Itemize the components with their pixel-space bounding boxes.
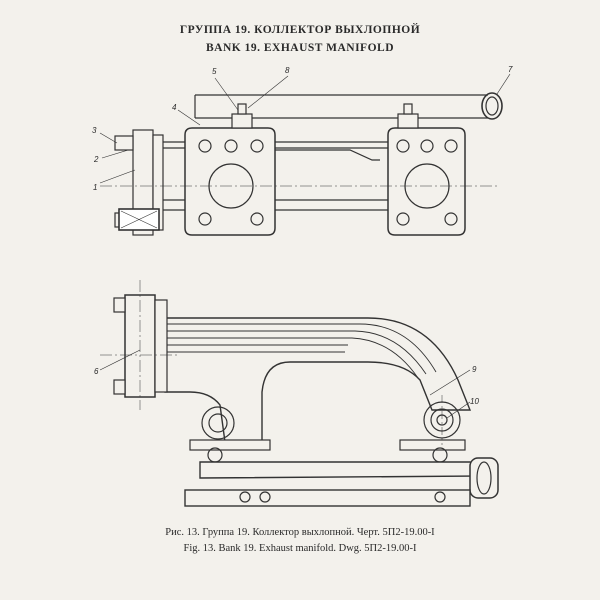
callout-5: 5 xyxy=(212,67,217,76)
title-russian: ГРУППА 19. КОЛЛЕКТОР ВЫХЛОПНОЙ xyxy=(179,24,421,36)
front-view xyxy=(99,280,499,507)
callout-1: 1 xyxy=(93,183,97,192)
title-english: BANK 19. EXHAUST MANIFOLD xyxy=(206,42,394,54)
caption-english: Fig. 13. Bank 19. Exhaust manifold. Dwg.… xyxy=(183,543,417,554)
callout-9: 9 xyxy=(472,365,477,374)
callout-10: 10 xyxy=(470,397,479,406)
callout-3: 3 xyxy=(92,126,97,135)
callout-7: 7 xyxy=(508,65,513,74)
callout-2: 2 xyxy=(93,155,99,164)
callout-8: 8 xyxy=(285,66,290,75)
top-view xyxy=(99,73,511,236)
callout-6: 6 xyxy=(94,367,99,376)
callout-4: 4 xyxy=(172,103,177,112)
caption-russian: Рис. 13. Группа 19. Коллектор выхлопной.… xyxy=(165,527,435,538)
